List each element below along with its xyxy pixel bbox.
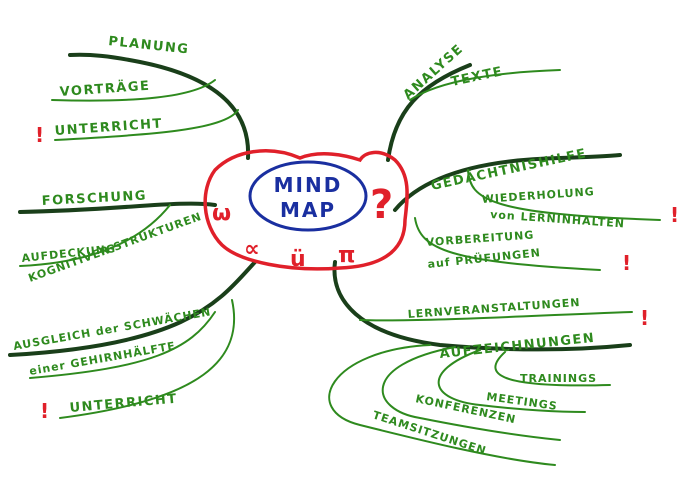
- twig-aufdeckung: [19, 204, 171, 267]
- twig-unterricht-bottom: [59, 299, 236, 419]
- branch-forschung: [18, 201, 217, 214]
- label-vortraege: VORTRÄGE: [59, 78, 151, 100]
- twig-unterricht-top: [54, 109, 239, 141]
- label-forschung: FORSCHUNG: [41, 189, 147, 209]
- twig-trainings: [494, 351, 611, 387]
- exclamation-mark: !: [622, 251, 631, 275]
- center-title-line1: MIND: [274, 173, 343, 197]
- twig-wiederholung: [467, 169, 661, 221]
- branch-gedaechtnishilfe: [393, 153, 622, 212]
- twig-gehirnhaelfte: [29, 311, 216, 379]
- label-kognitiver-strukturen: KOGNITIVER STRUKTUREN: [27, 210, 204, 285]
- twig-meetings: [437, 349, 586, 413]
- center-title-ellipse: [248, 160, 368, 232]
- center-symbol-proportional: ∝: [244, 237, 260, 262]
- exclamation-mark: !: [640, 306, 649, 330]
- label-wiederholung: WIEDERHOLUNG: [481, 185, 595, 206]
- label-trainings: TRAININGS: [520, 372, 597, 385]
- branch-planung: [68, 52, 251, 160]
- label-unterricht-top: UNTERRICHT: [54, 116, 163, 139]
- twig-konferenzen: [381, 346, 561, 441]
- twig-lernveranstaltungen: [359, 311, 633, 322]
- label-unterricht-bottom: UNTERRICHT: [69, 392, 178, 416]
- label-vorbereitung: VORBEREITUNG: [425, 228, 534, 249]
- branch-ausgleich: [8, 260, 257, 357]
- exclamation-mark: !: [40, 399, 49, 423]
- label-aufzeichnungen: AUFZEICHNUNGEN: [439, 331, 596, 362]
- center-outline: [203, 149, 409, 271]
- twig-texte: [409, 69, 561, 101]
- twig-vortraege: [51, 79, 216, 102]
- twig-vorbereitung: [414, 217, 601, 271]
- exclamation-mark: !: [670, 203, 679, 227]
- label-planung: PLANUNG: [108, 34, 190, 57]
- exclamation-mark: !: [35, 123, 44, 147]
- twig-teamsitzungen: [328, 344, 556, 466]
- center-symbol-pi: π: [338, 243, 355, 268]
- label-lerninhalten: von LERNINHALTEN: [490, 208, 626, 230]
- center-symbol-u-umlaut: ü: [290, 247, 306, 272]
- center-title-line2: MAP: [280, 198, 336, 222]
- center-symbol-omega: ω: [212, 201, 231, 226]
- label-ausgleich: AUSGLEICH der SCHWÄCHEN: [12, 304, 212, 353]
- branch-analyse: [386, 63, 472, 162]
- center-question-mark: ?: [370, 182, 393, 228]
- branch-aufzeichnungen: [332, 260, 632, 352]
